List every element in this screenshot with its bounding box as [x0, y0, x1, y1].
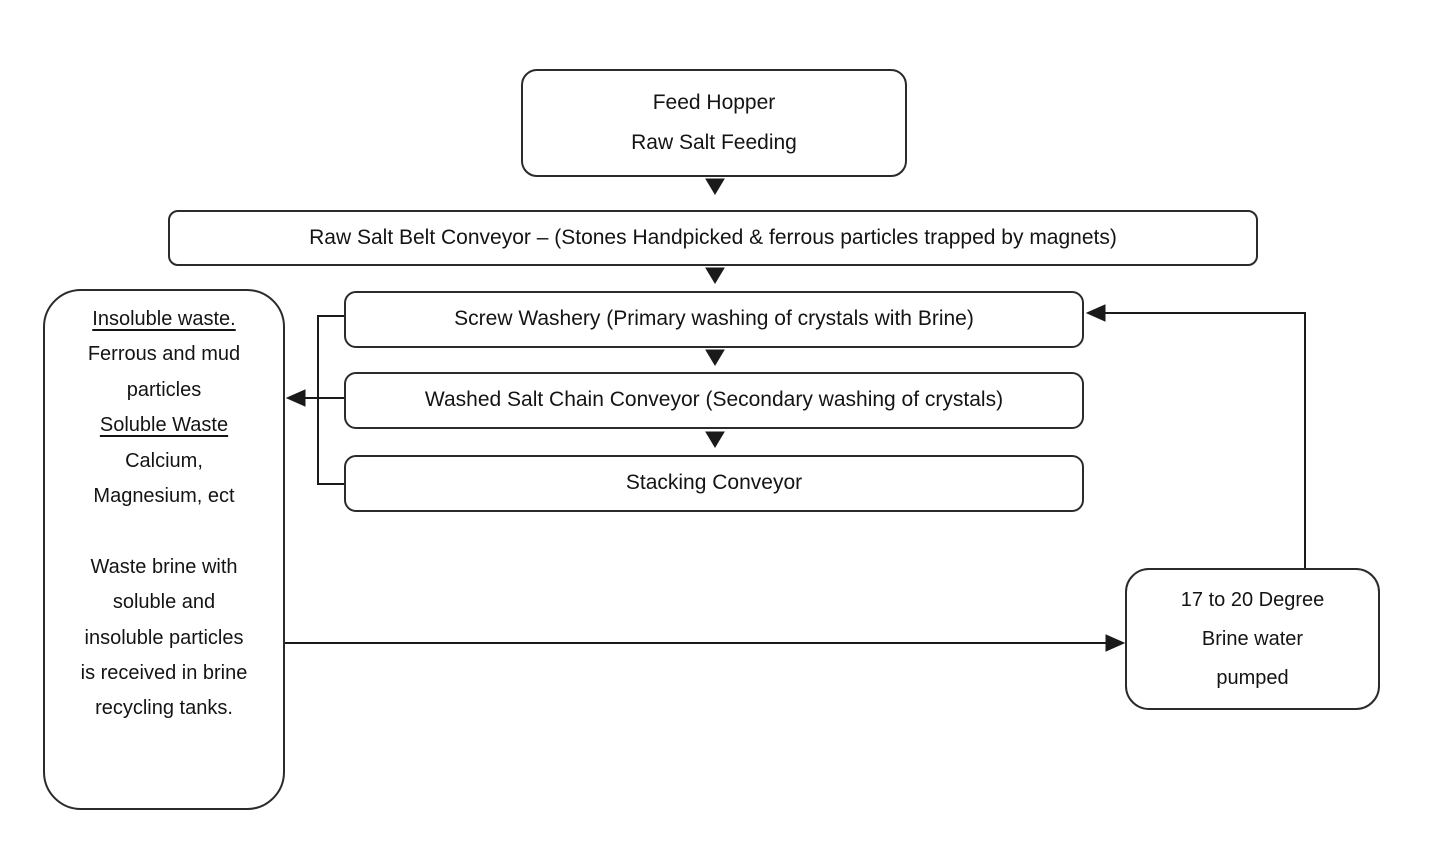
- node-label: Washed Salt Chain Conveyor (Secondary wa…: [424, 388, 1004, 412]
- arrow-down-belt-to-screw: [705, 267, 725, 284]
- node-stacking-conveyor: Stacking Conveyor: [344, 455, 1084, 512]
- waste-line: particles: [126, 378, 202, 401]
- node-waste-description: Insoluble waste. Ferrous and mud particl…: [43, 289, 285, 810]
- node-washed-salt-chain-conveyor: Washed Salt Chain Conveyor (Secondary wa…: [344, 372, 1084, 429]
- node-label: Screw Washery (Primary washing of crysta…: [454, 307, 974, 331]
- arrowhead-into-screw-washery: [1085, 304, 1106, 322]
- waste-line: soluble and: [112, 591, 216, 614]
- node-label: Raw Salt Belt Conveyor – (Stones Handpic…: [309, 225, 1117, 249]
- waste-line: is received in brine: [80, 661, 248, 684]
- node-label: Feed Hopper: [652, 91, 776, 114]
- waste-line: Magnesium, ect: [93, 484, 235, 507]
- waste-line-soluble-heading: Soluble Waste: [99, 414, 229, 437]
- node-label: Raw Salt Feeding: [631, 131, 797, 154]
- node-brine-water-pumped: 17 to 20 Degree Brine water pumped: [1125, 568, 1380, 710]
- waste-line: Waste brine with: [90, 555, 238, 578]
- node-label: pumped: [1216, 666, 1289, 689]
- arrow-down-screw-to-chain: [705, 349, 725, 366]
- feedback-line-brine-to-screw: [1104, 312, 1306, 568]
- node-raw-salt-belt-conveyor: Raw Salt Belt Conveyor – (Stones Handpic…: [168, 210, 1258, 266]
- node-label: 17 to 20 Degree: [1180, 588, 1325, 611]
- arrowhead-into-brine-box: [1105, 634, 1126, 652]
- waste-line: recycling tanks.: [95, 697, 233, 720]
- arrowhead-into-waste-box: [285, 389, 306, 407]
- waste-line-insoluble-heading: Insoluble waste.: [92, 308, 236, 330]
- node-label: Stacking Conveyor: [625, 471, 803, 495]
- arrow-down-feed-to-belt: [705, 178, 725, 195]
- node-screw-washery: Screw Washery (Primary washing of crysta…: [344, 291, 1084, 348]
- bracket-left-connector: [317, 315, 344, 485]
- waste-line: Ferrous and mud: [87, 343, 241, 366]
- node-feed-hopper: Feed Hopper Raw Salt Feeding: [521, 69, 907, 177]
- waste-line: Calcium,: [125, 449, 203, 472]
- arrow-down-chain-to-stacking: [705, 431, 725, 448]
- node-label: Brine water: [1201, 627, 1304, 650]
- waste-line: insoluble particles: [84, 626, 244, 649]
